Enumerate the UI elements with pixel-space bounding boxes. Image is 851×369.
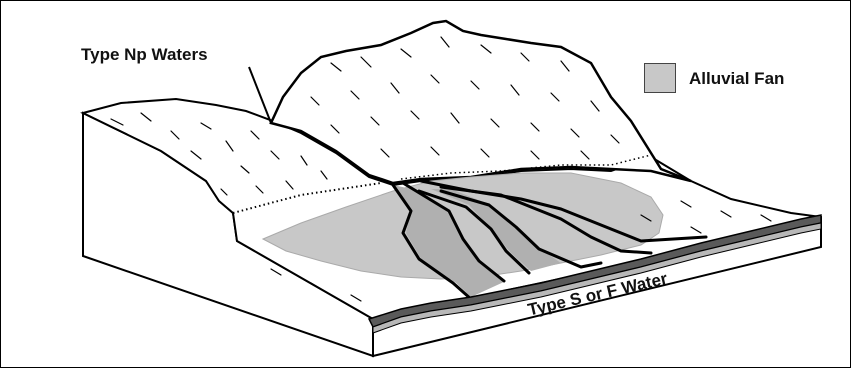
np-waters-label: Type Np Waters <box>81 45 208 65</box>
alluvial-fan-legend-swatch <box>644 63 676 93</box>
alluvial-fan-legend-label: Alluvial Fan <box>689 69 784 89</box>
